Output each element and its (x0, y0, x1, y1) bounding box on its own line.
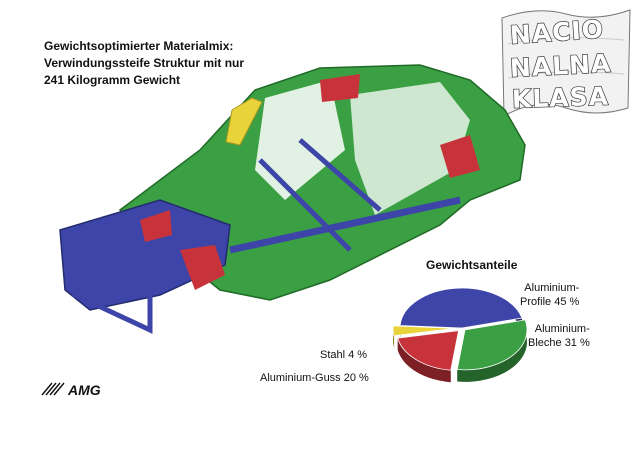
weight-share-pie-chart (392, 287, 528, 383)
headline-line-2: Verwindungssteife Struktur mit nur (44, 56, 245, 70)
steel-a-pillar (225, 97, 263, 146)
cross-member (258, 138, 382, 252)
stamp-line-3: KLASA (511, 82, 609, 114)
door-opening (350, 82, 470, 215)
label-steel: Stahl 4 % (320, 349, 368, 361)
chart-title: Gewichtsanteile (426, 258, 518, 272)
nacionalna-klasa-stamp: NACIO NALNA KLASA (501, 9, 631, 117)
amg-logo-text: AMG (67, 382, 101, 397)
pie-slice-aluminium-profile (399, 287, 523, 329)
label-aluminium-cast: Aluminium-Guss 20 % (260, 372, 369, 384)
car-body-structure-illustration (59, 64, 526, 334)
sill-profile (229, 196, 461, 254)
label-aluminium-profile-line-2: Profile 45 % (520, 296, 580, 308)
pie-slice-stahl (392, 325, 456, 337)
pie-slice-side-aluminium-guss (397, 338, 451, 383)
stamp-line-1: NACIO (509, 14, 605, 49)
headline-line-1: Gewichtsoptimierter Materialmix: (44, 39, 234, 53)
amg-logo: AMG (41, 382, 101, 397)
pie-slice-aluminium-guss (397, 330, 460, 371)
headline: Gewichtsoptimierter Materialmix: Verwind… (44, 38, 244, 89)
cast-node-rear (440, 135, 480, 178)
label-aluminium-profile-line-1: Aluminium- (524, 282, 580, 294)
label-aluminium-profile: Aluminium- Profile 45 % (520, 281, 579, 309)
label-aluminium-sheet-line-2: Bleche 31 % (528, 337, 590, 349)
pie-slice-side-aluminium-bleche (457, 319, 528, 382)
cast-node-front (180, 245, 225, 290)
stamp-line-2: NALNA (509, 49, 612, 83)
front-crash-structure (67, 235, 153, 334)
pie-slice-aluminium-bleche (456, 319, 528, 371)
label-aluminium-sheet: Aluminium- Bleche 31 % (528, 322, 590, 350)
label-aluminium-sheet-line-1: Aluminium- (534, 323, 590, 335)
pie-slice-side-stahl (393, 325, 395, 348)
cast-node-roof (320, 74, 360, 102)
cast-node-strut (140, 210, 172, 242)
headline-line-3: 241 Kilogramm Gewicht (44, 73, 181, 87)
amg-logo-stripes (41, 382, 65, 396)
